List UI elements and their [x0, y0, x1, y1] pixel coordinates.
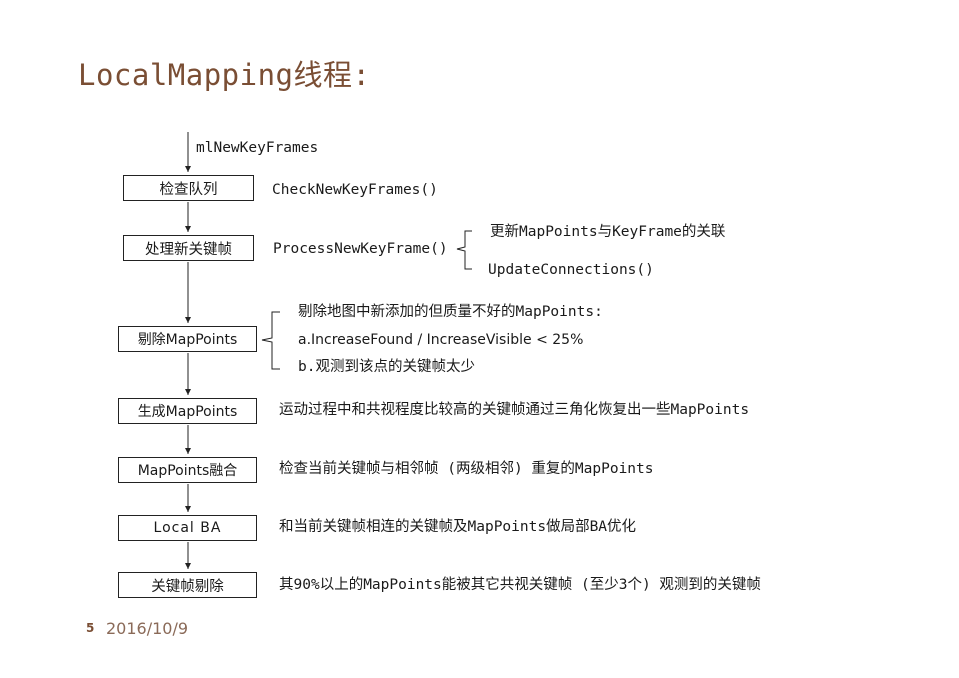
step-local-ba: Local BA — [118, 515, 257, 541]
cull-sub-3: b.观测到该点的关键帧太少 — [298, 359, 475, 375]
step-fuse-mappoints-desc: 检查当前关键帧与相邻帧 (两级相邻) 重复的MapPoints — [279, 461, 654, 477]
step-check-queue: 检查队列 — [123, 175, 254, 201]
footer-date: 2016/10/9 — [106, 619, 189, 638]
brace-process — [456, 230, 472, 270]
step-fuse-mappoints: MapPoints融合 — [118, 457, 257, 483]
step-local-ba-desc: 和当前关键帧相连的关键帧及MapPoints做局部BA优化 — [279, 519, 637, 535]
step-create-mappoints-desc: 运动过程中和共视程度比较高的关键帧通过三角化恢复出一些MapPoints — [279, 402, 750, 418]
page-title: LocalMapping线程: — [78, 58, 371, 92]
page-number: 5 — [86, 621, 95, 635]
input-label: mlNewKeyFrames — [196, 140, 319, 156]
process-sub-1: 更新MapPoints与KeyFrame的关联 — [490, 224, 726, 240]
step-process-keyframe: 处理新关键帧 — [123, 235, 254, 261]
step-cull-keyframes-desc: 其90%以上的MapPoints能被其它共视关键帧 (至少3个) 观测到的关键帧 — [279, 577, 761, 593]
step-process-keyframe-desc: ProcessNewKeyFrame() — [273, 241, 448, 257]
step-cull-mappoints: 剔除MapPoints — [118, 326, 257, 352]
step-create-mappoints: 生成MapPoints — [118, 398, 257, 424]
cull-sub-1: 剔除地图中新添加的但质量不好的MapPoints: — [298, 304, 603, 320]
process-sub-2: UpdateConnections() — [488, 262, 654, 278]
brace-cull — [261, 311, 280, 370]
step-cull-keyframes: 关键帧剔除 — [118, 572, 257, 598]
step-check-queue-desc: CheckNewKeyFrames() — [272, 182, 438, 198]
cull-sub-2: a.IncreaseFound / IncreaseVisible < 25% — [298, 332, 584, 348]
